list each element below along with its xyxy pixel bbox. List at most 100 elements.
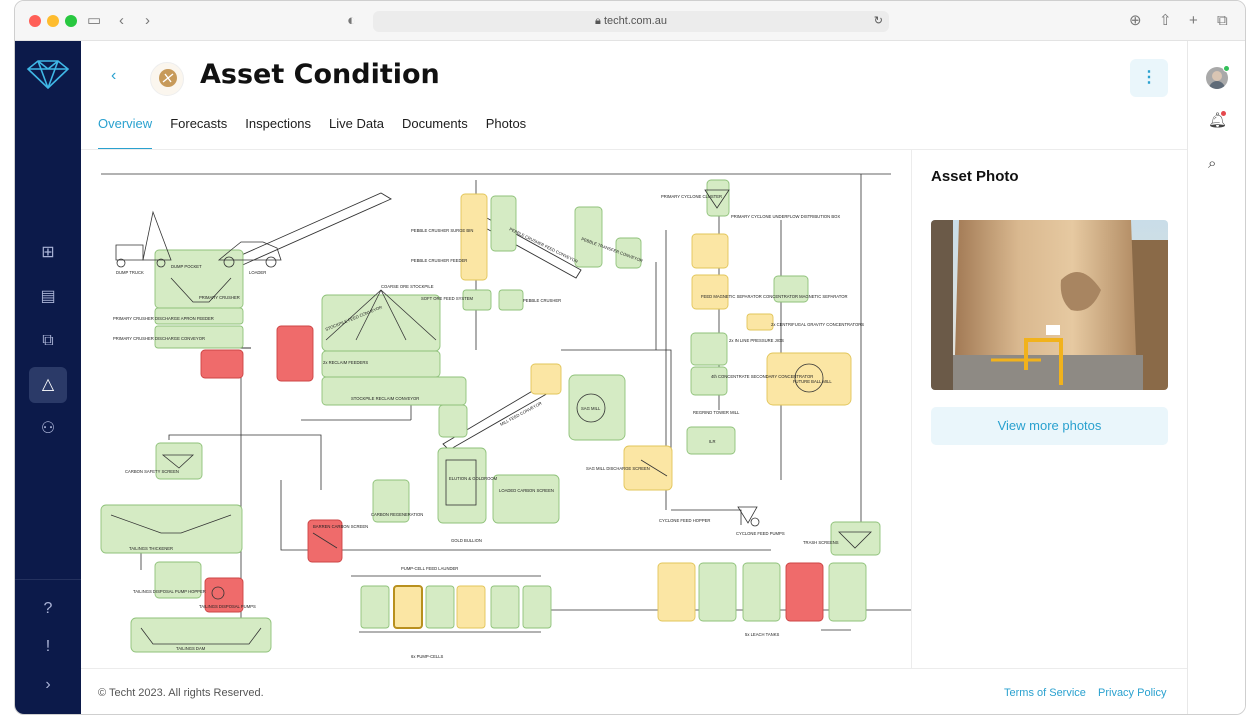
terms-link[interactable]: Terms of Service bbox=[1004, 687, 1086, 699]
label-leach-tanks: 5x LEACH TANKS bbox=[745, 632, 779, 637]
tab-documents[interactable]: Documents bbox=[401, 116, 468, 131]
label-apron-feeder: PRIMARY CRUSHER DISCHARGE APRON FEEDER bbox=[113, 316, 214, 321]
new-tab-icon[interactable]: + bbox=[1189, 12, 1198, 29]
label-pump-cells: 6x PUMP-CELLS bbox=[411, 654, 444, 659]
primary-underflow-block[interactable] bbox=[691, 233, 729, 269]
label-loaded-carbon: LOADED CARBON SCREEN bbox=[499, 488, 554, 493]
carbon-regen-block[interactable] bbox=[372, 479, 410, 523]
leach-tank-1[interactable] bbox=[657, 562, 696, 622]
browser-window: ▭ ‹ › ◐ 🔒︎ techt.com.au ↻ ⊕ ⇧ + ⧉ ⊞ ▤ ⧉ … bbox=[14, 0, 1246, 715]
conc-separator-block[interactable] bbox=[773, 275, 809, 303]
ilr-block[interactable] bbox=[686, 426, 736, 455]
tab-inspections[interactable]: Inspections bbox=[245, 116, 312, 131]
help-icon[interactable]: ? bbox=[43, 600, 53, 617]
process-flow-diagram[interactable]: DUMP TRUCK DUMP POCKET LOADER PRIMARY CR… bbox=[81, 150, 912, 668]
expand-sidebar-icon[interactable]: › bbox=[45, 676, 51, 693]
secondary-conc-block[interactable] bbox=[690, 366, 728, 396]
dashboard-grid-icon[interactable]: ⊞ bbox=[41, 244, 55, 261]
tab-overview[interactable]: Overview bbox=[98, 116, 153, 150]
download-icon[interactable]: ⊕ bbox=[1129, 12, 1142, 29]
discharge-end-critical[interactable] bbox=[200, 349, 244, 379]
leach-tank-3[interactable] bbox=[742, 562, 781, 622]
pebble-transfer-end-block[interactable] bbox=[615, 237, 642, 269]
future-ball-mill-block[interactable] bbox=[766, 352, 852, 406]
inline-jigs-block[interactable] bbox=[690, 332, 728, 366]
address-bar[interactable]: 🔒︎ techt.com.au ↻ bbox=[373, 11, 889, 32]
centrifugal-block[interactable] bbox=[746, 313, 774, 331]
pump-cell-6[interactable] bbox=[522, 585, 552, 629]
label-tailings-pumps: TAILINGS DISPOSAL PUMPS bbox=[199, 604, 256, 609]
leach-tank-5[interactable] bbox=[828, 562, 867, 622]
close-window-button[interactable] bbox=[29, 15, 41, 27]
privacy-link[interactable]: Privacy Policy bbox=[1098, 687, 1167, 699]
label-regrind: REGRIND TOWER MILL bbox=[693, 410, 740, 415]
pump-cell-2-selected[interactable] bbox=[393, 585, 423, 629]
tabs-overview-icon[interactable]: ⧉ bbox=[1217, 12, 1228, 29]
leach-tank-2[interactable] bbox=[698, 562, 737, 622]
label-barren-carbon: BARREN CARBON SCREEN bbox=[313, 524, 368, 529]
back-chevron-icon[interactable]: ‹ bbox=[111, 67, 117, 84]
mill-feed-head-block[interactable] bbox=[530, 363, 562, 395]
documents-stack-icon[interactable]: ⧉ bbox=[42, 332, 54, 349]
reclaim-conveyor-block[interactable] bbox=[321, 376, 467, 406]
label-pebble-crusher: PEBBLE CRUSHER bbox=[523, 298, 561, 303]
pump-cell-3[interactable] bbox=[425, 585, 455, 629]
tab-live-data[interactable]: Live Data bbox=[329, 116, 384, 131]
discharge-conveyor-block[interactable] bbox=[154, 325, 244, 349]
asset-photo-image[interactable] bbox=[931, 220, 1168, 390]
pebble-crusher-block[interactable] bbox=[498, 289, 524, 311]
barren-carbon-critical[interactable] bbox=[307, 519, 343, 563]
tailings-thickener-block[interactable] bbox=[100, 504, 243, 554]
pump-cell-5[interactable] bbox=[490, 585, 520, 629]
tab-photos[interactable]: Photos bbox=[485, 116, 527, 131]
view-more-photos-button[interactable]: View more photos bbox=[931, 407, 1168, 445]
apron-feeder-block[interactable] bbox=[154, 307, 244, 325]
share-icon[interactable]: ⇧ bbox=[1159, 12, 1172, 29]
sag-mill-block[interactable] bbox=[568, 374, 626, 441]
forward-arrow-icon[interactable]: › bbox=[145, 12, 150, 29]
trash-screens-block[interactable] bbox=[830, 521, 881, 556]
pebble-surge-bin-block[interactable] bbox=[460, 193, 488, 281]
label-cyclone-pumps: CYCLONE FEED PUMPS bbox=[736, 531, 785, 536]
techt-logo-icon[interactable] bbox=[26, 57, 70, 91]
pump-cell-4[interactable] bbox=[456, 585, 486, 629]
sidebar-toggle-icon[interactable]: ▭ bbox=[87, 12, 102, 29]
label-loader: LOADER bbox=[249, 270, 266, 275]
process-flow-svg[interactable]: DUMP TRUCK DUMP POCKET LOADER PRIMARY CR… bbox=[81, 150, 912, 668]
app-sidebar: ⊞ ▤ ⧉ △ ⚇ ? ! › bbox=[15, 41, 81, 714]
avatar[interactable] bbox=[1206, 67, 1228, 89]
pump-cell-1[interactable] bbox=[360, 585, 390, 629]
back-arrow-icon[interactable]: ‹ bbox=[119, 12, 124, 29]
bell-icon[interactable]: 🔔︎ bbox=[1208, 112, 1228, 129]
assets-shapes-icon[interactable]: △ bbox=[29, 367, 67, 403]
feed-separator-block[interactable] bbox=[691, 274, 729, 310]
feedback-icon[interactable]: ! bbox=[45, 638, 51, 655]
soft-ore-block[interactable] bbox=[462, 289, 492, 311]
carbon-safety-block[interactable] bbox=[155, 442, 203, 480]
users-icon[interactable]: ⚇ bbox=[40, 420, 56, 437]
more-options-button[interactable]: ⋮ bbox=[1130, 59, 1168, 97]
tailings-dam-block[interactable] bbox=[130, 617, 272, 653]
buildings-icon[interactable]: ▤ bbox=[40, 288, 56, 305]
tab-forecasts[interactable]: Forecasts bbox=[170, 116, 228, 131]
leach-tank-4-critical[interactable] bbox=[785, 562, 824, 622]
pebble-transfer-block[interactable] bbox=[574, 206, 603, 268]
copyright-text: © Techt 2023. All rights Reserved. bbox=[98, 687, 264, 699]
sag-discharge-block[interactable] bbox=[623, 445, 673, 491]
client-logo-icon bbox=[159, 69, 177, 87]
reload-icon[interactable]: ↻ bbox=[873, 15, 883, 27]
loaded-carbon-block[interactable] bbox=[492, 474, 560, 524]
search-icon[interactable]: ⌕ bbox=[1208, 155, 1217, 172]
label-sag-discharge: SAG MILL DISCHARGE SCREEN bbox=[586, 466, 650, 471]
minimize-window-button[interactable] bbox=[47, 15, 59, 27]
label-trash-screens: TRASH SCREENS bbox=[803, 540, 839, 545]
primary-cyclone-block[interactable] bbox=[706, 179, 730, 217]
conveyor-tail-block[interactable] bbox=[438, 404, 468, 438]
maximize-window-button[interactable] bbox=[65, 15, 77, 27]
pebble-bin-side-block[interactable] bbox=[490, 195, 517, 252]
elution-block[interactable] bbox=[437, 447, 487, 524]
label-feed-separator: FEED MAGNETIC SEPARATOR bbox=[701, 294, 762, 299]
shield-icon[interactable]: ◐ bbox=[347, 12, 357, 29]
tailings-hopper-block[interactable] bbox=[154, 561, 202, 599]
stockpile-conveyor-tail-critical[interactable] bbox=[276, 325, 314, 382]
